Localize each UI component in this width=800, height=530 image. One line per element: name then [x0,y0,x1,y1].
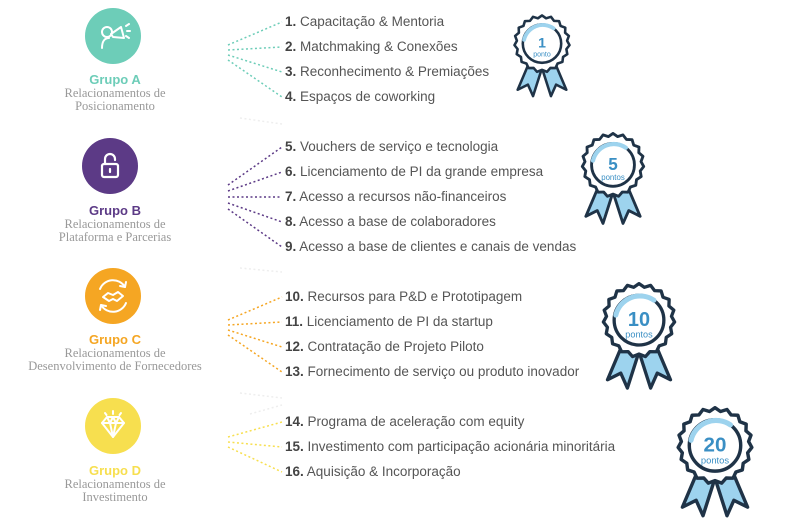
list-item: 12. Contratação de Projeto Piloto [285,339,484,354]
badge-10-pontos: 10 pontos [601,282,677,390]
list-item: 10. Recursos para P&D e Prototipagem [285,289,523,304]
badge-20-pontos: 20 pontos [676,406,754,518]
handshake-icon [99,279,127,313]
list-item: 14. Programa de aceleração com equity [285,414,525,429]
group-d-icon-circle [85,398,141,454]
unlocked-padlock-icon [100,152,120,179]
badge-10-label: pontos [625,330,653,340]
list-item: 3. Reconhecimento & Premiações [285,64,490,79]
badge-1-number: 1 [538,34,546,50]
badge-1-ponto: 1 ponto [513,14,571,98]
group-d-title: Grupo D [89,463,141,478]
badge-1-label: ponto [533,51,551,58]
list-item: 11. Licenciamento de PI da startup [285,314,493,329]
list-item: 1. Capacitação & Mentoria [285,14,445,29]
list-item: 15. Investimento com participação acioná… [285,439,616,454]
badge-5-label: pontos [601,173,625,182]
megaphone-icon [101,23,131,49]
group-a-title: Grupo A [89,72,141,87]
badge-5-pontos: 5 pontos [580,132,646,225]
list-item: 6. Licenciamento de PI da grande empresa [285,164,544,179]
list-item: 13. Fornecimento de serviço ou produto i… [285,364,580,379]
group-c-icon-circle [85,268,141,324]
group-c-subtitle: Relacionamentos de Desenvolvimento de Fo… [28,346,202,373]
list-item: 16. Aquisição & Incorporação [285,464,461,479]
list-item: 4. Espaços de coworking [285,89,436,104]
diamond-icon [101,410,125,438]
badge-20-label: pontos [701,454,730,465]
list-item: 9. Acesso a base de clientes e canais de… [285,239,577,254]
group-b-title: Grupo B [89,203,141,218]
list-item: 5. Vouchers de serviço e tecnologia [285,139,499,154]
list-item: 7. Acesso a recursos não-financeiros [285,189,507,204]
list-item: 2. Matchmaking & Conexões [285,39,458,54]
group-a-subtitle: Relacionamentos de Posicionamento [64,86,166,113]
list-item: 8. Acesso a base de colaboradores [285,214,496,229]
badge-10-number: 10 [628,309,650,331]
badge-5-number: 5 [608,154,618,174]
group-a-icon-circle [85,8,141,64]
group-b-icon-circle [82,138,138,194]
group-b-subtitle: Relacionamentos de Plataforma e Parceria… [58,217,172,244]
group-c-title: Grupo C [89,332,141,347]
group-d-subtitle: Relacionamentos de Investimento [64,477,166,504]
badge-20-number: 20 [704,433,727,456]
